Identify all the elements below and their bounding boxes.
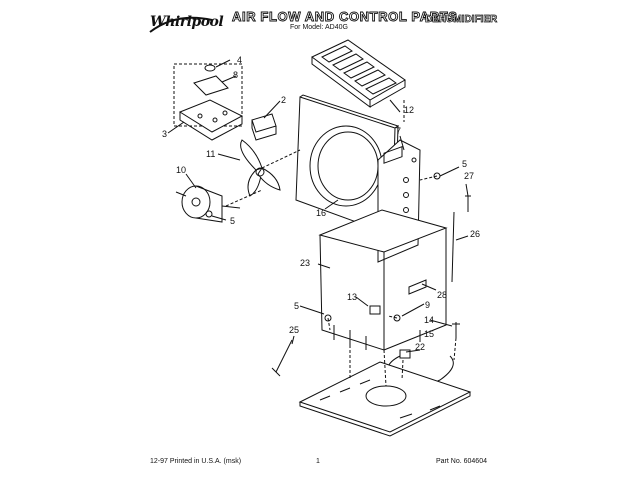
- control-box-part: [318, 146, 448, 351]
- fitting-part: [452, 322, 460, 338]
- callout-26: 26: [470, 229, 481, 239]
- callout-5-bracket: 5: [462, 159, 468, 169]
- callout-22: 22: [415, 342, 426, 352]
- callout-10: 10: [176, 165, 187, 175]
- footer-print-info: 12-97 Printed in U.S.A. (msk): [150, 458, 242, 465]
- callout-13: 13: [347, 292, 358, 302]
- nut-part: [393, 314, 401, 322]
- callout-11: 11: [206, 149, 216, 159]
- callout-27: 27: [464, 171, 475, 181]
- callout-7: 7: [396, 126, 402, 136]
- rod-part: [451, 211, 455, 283]
- callout-16: 16: [316, 208, 327, 218]
- callout-14: 14: [424, 315, 435, 325]
- callout-12: 12: [404, 105, 415, 115]
- callout-5-fan: 5: [230, 216, 236, 226]
- callout-3: 3: [162, 129, 168, 139]
- top-grille-part: [311, 39, 406, 108]
- bolt-part: [271, 339, 293, 377]
- callout-4: 4: [237, 55, 243, 65]
- capacitor-part: [369, 305, 381, 315]
- callout-5-box: 5: [294, 301, 300, 311]
- footer-part-number: Part No. 604604: [436, 458, 487, 465]
- callout-23: 23: [300, 258, 311, 268]
- control-housing-part: [173, 63, 244, 141]
- callout-2: 2: [281, 95, 287, 105]
- product-category: DEHUMIDIFIER: [425, 14, 498, 26]
- screw-27: [465, 195, 471, 212]
- callout-lines: [167, 59, 469, 353]
- fan-motor-part: [175, 185, 241, 223]
- callout-25: 25: [289, 325, 300, 335]
- switch-part: [251, 113, 277, 141]
- base-pan-part: [298, 361, 472, 437]
- callout-15: 15: [424, 329, 435, 339]
- leader-lines: [225, 100, 457, 387]
- callout-8: 8: [233, 70, 239, 80]
- brand-name: Whirlpool: [150, 14, 224, 30]
- screw-5a: [205, 210, 213, 218]
- footer-page-number: 1: [316, 458, 320, 465]
- model-line: For Model: AD40G: [290, 24, 348, 31]
- callout-9: 9: [425, 300, 431, 310]
- callout-28: 28: [437, 290, 448, 300]
- page-title: AIR FLOW AND CONTROL PARTS: [232, 9, 458, 25]
- fan-blade-part: [240, 139, 281, 197]
